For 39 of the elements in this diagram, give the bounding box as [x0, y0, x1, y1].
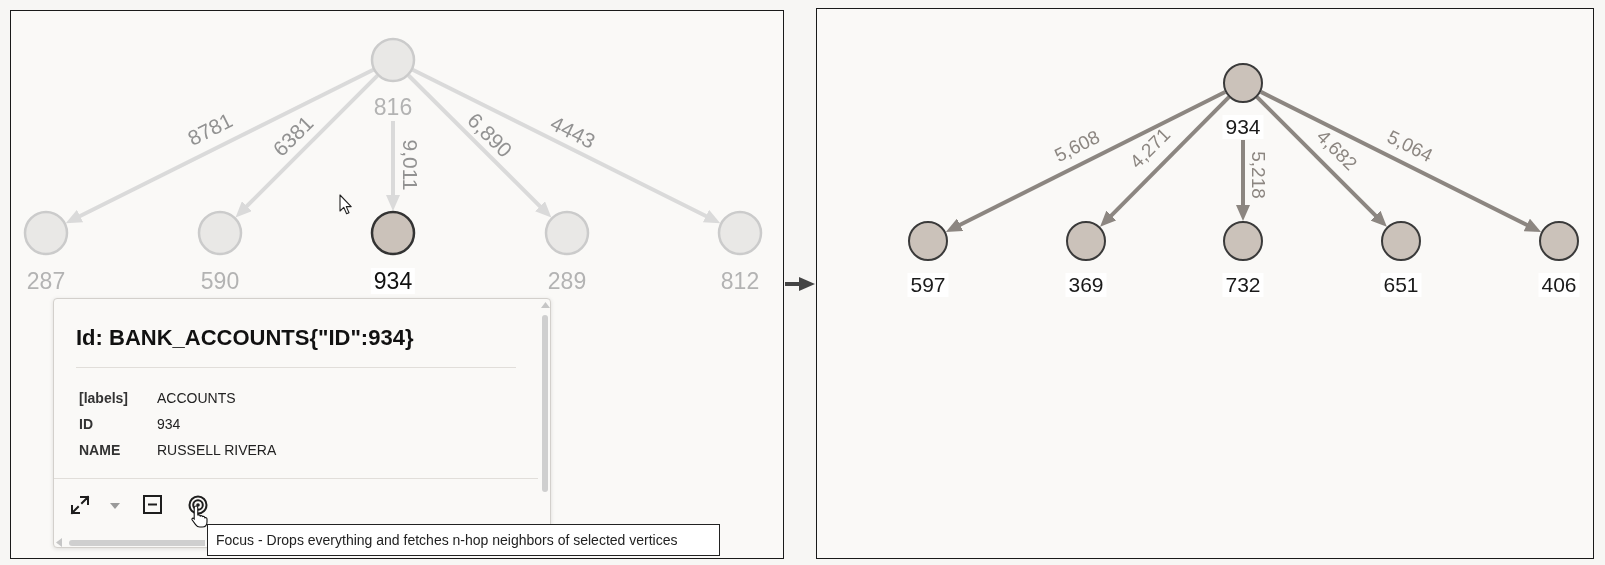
- property-name: ID: [79, 415, 93, 434]
- property-value: ACCOUNTS: [157, 389, 236, 408]
- arrow: [235, 74, 379, 218]
- graph-panel: [10, 10, 784, 559]
- edge-label: 5,064: [1384, 126, 1436, 166]
- property-name: NAME: [79, 441, 121, 460]
- vertex-label: 590: [199, 268, 241, 294]
- edge-label: 4443: [547, 112, 599, 152]
- tooltip: Focus - Drops everything and fetches n-hop neighbors of selected vertices: [207, 524, 720, 556]
- edge-label: 5,608: [1051, 126, 1103, 166]
- vertex-label: 816: [372, 94, 414, 120]
- graph-panel: [816, 8, 1594, 559]
- arrow: [1255, 95, 1387, 227]
- edge-label: 8781: [184, 109, 236, 149]
- property-name: [labels]: [79, 389, 128, 408]
- arrow: [1236, 140, 1250, 221]
- property-value: RUSSELL RIVERA: [157, 441, 277, 460]
- vertex-label: 934: [370, 268, 416, 294]
- vertex-label: 812: [719, 268, 761, 294]
- vertex-label: 597: [907, 273, 949, 297]
- vertex-label: 369: [1065, 273, 1107, 297]
- vertex-label: 934: [1222, 115, 1264, 139]
- vertex-label: 287: [25, 268, 67, 294]
- edge-label: 9,011: [399, 139, 421, 191]
- vertex-label: 289: [546, 268, 588, 294]
- arrow: [1260, 90, 1542, 233]
- vertex-label: 732: [1222, 273, 1264, 297]
- arrow: [411, 68, 721, 224]
- card-title: Id: BANK_ACCOUNTS{"ID":934}: [76, 324, 414, 352]
- vertex-label: 406: [1538, 273, 1580, 297]
- property-value: 934: [157, 415, 181, 434]
- edge-label: 5,218: [1248, 151, 1268, 199]
- arrow: [1100, 95, 1231, 227]
- arrow: [386, 121, 400, 211]
- arrow: [785, 277, 815, 291]
- arrow: [407, 74, 552, 218]
- arrow: [945, 90, 1226, 232]
- vertex-label: 651: [1380, 273, 1422, 297]
- arrow: [65, 68, 375, 224]
